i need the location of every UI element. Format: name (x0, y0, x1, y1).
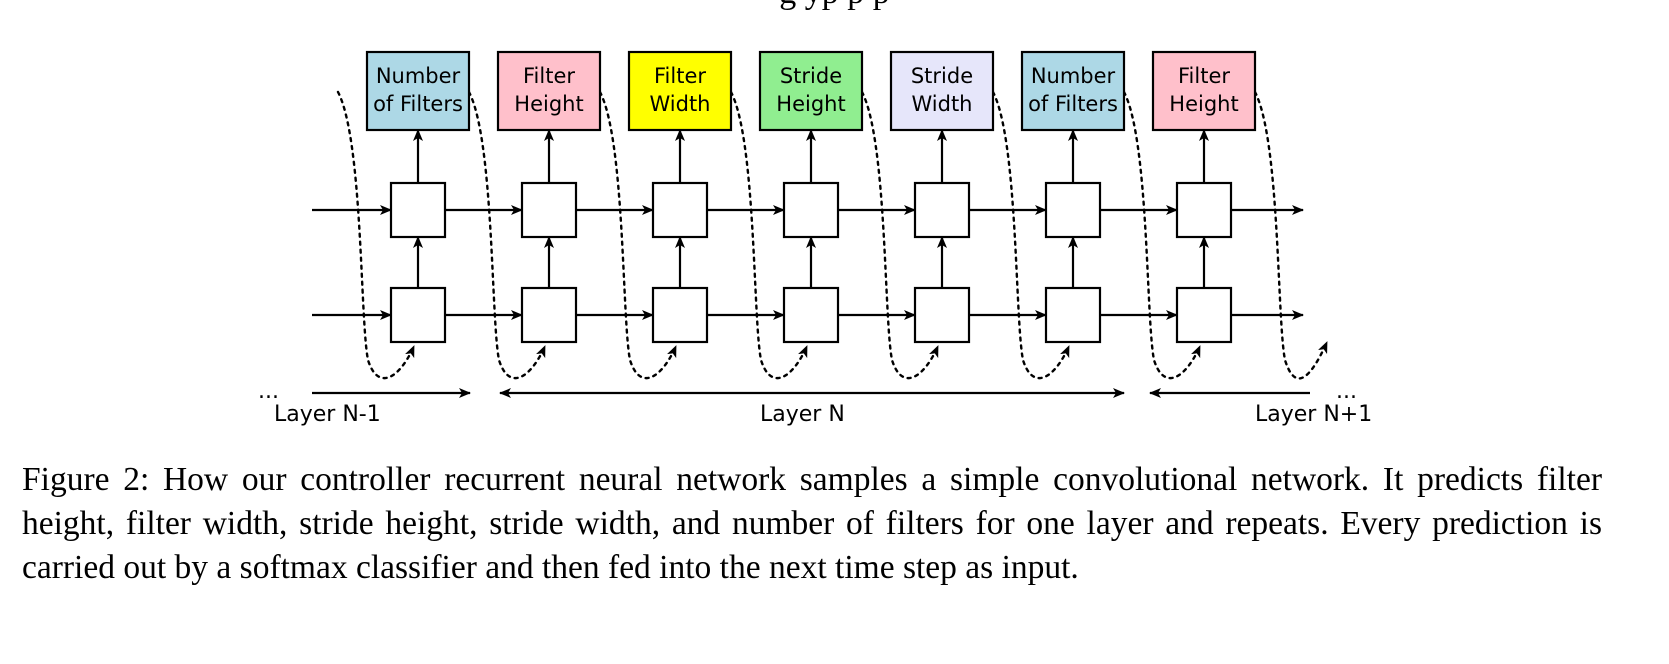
layer-n-1-label: Layer N-1 (274, 402, 381, 427)
rnn-cell-top (1175, 181, 1233, 239)
output-label: Width (911, 92, 972, 116)
ellipsis-left: ... (258, 379, 279, 404)
output-box (496, 50, 602, 132)
output-box (1151, 50, 1257, 132)
rnn-cell-bottom (651, 286, 709, 344)
feedback-dashed-arrow (1122, 90, 1202, 380)
feedback-dashed-arrow (991, 90, 1071, 380)
output-label: of Filters (1028, 92, 1118, 116)
output-box (889, 50, 995, 132)
feedback-connections (336, 90, 1329, 380)
output-label: Filter (654, 64, 706, 88)
feedback-dashed-arrow (467, 90, 547, 380)
feedback-dashed-arrow (336, 90, 416, 380)
rnn-cell-top (651, 181, 709, 239)
feedback-dashed-arrow (729, 90, 809, 380)
output-box (1020, 50, 1126, 132)
output-label: Filter (523, 64, 575, 88)
ellipsis-right: ... (1336, 379, 1357, 404)
cropped-top-text: g yp p p (0, 0, 1669, 12)
recurrent-connections (312, 129, 1304, 320)
output-label: Stride (780, 64, 842, 88)
feedback-dashed-arrow (598, 90, 678, 380)
output-label: Width (649, 92, 710, 116)
feedback-dashed-arrow (860, 90, 940, 380)
output-label: Height (1169, 92, 1238, 116)
output-box (627, 50, 733, 132)
rnn-cell-top (520, 181, 578, 239)
output-label: Filter (1178, 64, 1230, 88)
output-label: Stride (911, 64, 973, 88)
rnn-cell-bottom (1044, 286, 1102, 344)
rnn-cell-bottom (520, 286, 578, 344)
output-label: Number (376, 64, 461, 88)
layer-n-plus-1-label: Layer N+1 (1255, 402, 1372, 427)
rnn-cell-bottom (1175, 286, 1233, 344)
rnn-cell-top (389, 181, 447, 239)
output-box (758, 50, 864, 132)
rnn-cell-bottom (782, 286, 840, 344)
layer-annotations: ... Layer N-1 Layer N Layer N+1 ... (258, 379, 1372, 427)
output-label: of Filters (373, 92, 463, 116)
rnn-cell-top (1044, 181, 1102, 239)
figure-caption: Figure 2: How our controller recurrent n… (22, 461, 1602, 586)
output-box (365, 50, 471, 132)
output-label: Height (514, 92, 583, 116)
output-label: Number (1031, 64, 1116, 88)
rnn-cell-bottom (913, 286, 971, 344)
layer-n-label: Layer N (760, 402, 845, 427)
output-label: Height (776, 92, 845, 116)
rnn-cells (389, 181, 1233, 344)
rnn-cell-top (782, 181, 840, 239)
feedback-dashed-arrow-out (1253, 90, 1329, 380)
rnn-cell-top (913, 181, 971, 239)
rnn-cell-bottom (389, 286, 447, 344)
